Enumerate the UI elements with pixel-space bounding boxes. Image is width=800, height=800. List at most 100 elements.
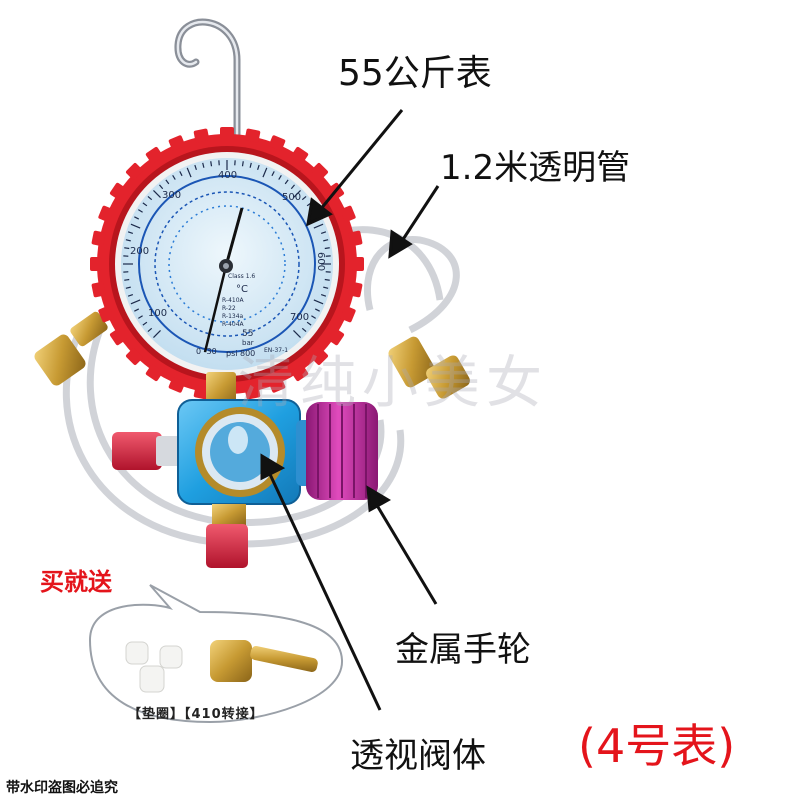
gauge-max-bar: 55 xyxy=(242,329,253,339)
gauge-tick xyxy=(127,294,134,297)
gauge-tooth xyxy=(145,364,163,382)
gauge-tooth xyxy=(126,348,143,365)
gauge-ref-2: R-22 xyxy=(222,305,236,312)
gauge-tick xyxy=(125,239,131,242)
watermark: 清纯小美女 xyxy=(238,351,548,416)
gauge-tooth xyxy=(90,257,102,271)
label-accessories: 【垫圈】【410转接】 xyxy=(128,707,264,722)
label-model: (4号表) xyxy=(578,719,736,773)
gauge-tooth xyxy=(98,205,114,223)
gauge-tick xyxy=(134,308,140,312)
gauge-tick xyxy=(241,161,244,167)
gauge-scale-700: 700 xyxy=(290,312,309,323)
gauge-tooth xyxy=(91,281,106,298)
gauge-tooth xyxy=(268,135,286,151)
gift-bubble xyxy=(88,584,344,724)
washer-icon xyxy=(125,641,183,693)
gauge-tick xyxy=(284,179,289,185)
gauge-tick xyxy=(179,171,183,177)
gauge-class: Class 1.6 xyxy=(228,273,255,280)
gauge-tooth xyxy=(244,385,261,400)
gauge-tick xyxy=(314,308,320,312)
gauge-tick xyxy=(313,299,324,305)
gauge-tooth xyxy=(291,146,309,164)
gauge-tooth xyxy=(348,230,363,247)
gauge-tick xyxy=(142,321,148,326)
gauge-tick xyxy=(301,196,307,201)
gauge-needle xyxy=(224,207,244,267)
gauge-tick xyxy=(130,299,141,305)
right-brass-coupler xyxy=(388,336,470,399)
gauge-tick xyxy=(320,231,327,234)
gauge-tick xyxy=(165,179,170,185)
gauge-tooth xyxy=(348,281,363,298)
label-valve-body: 透视阀体 xyxy=(350,736,486,776)
gauge-std: EN-37-1 xyxy=(264,347,288,354)
gauge-tooth xyxy=(268,377,286,393)
gauge-tick xyxy=(172,175,176,180)
gauge-tick xyxy=(323,239,329,242)
gauge-scale-400: 400 xyxy=(218,170,237,181)
gauge-tick xyxy=(127,231,134,234)
gauge-unit-psi: psi xyxy=(226,349,237,358)
gauge-scale-200: 200 xyxy=(130,246,149,257)
gauge-tick xyxy=(324,247,330,250)
adapter-icon xyxy=(210,640,318,682)
gauge-tick xyxy=(125,286,131,289)
gauge-tick xyxy=(159,184,164,190)
gauge-tooth xyxy=(340,205,356,223)
gauge-tooth xyxy=(109,182,127,200)
gauge-tooth xyxy=(126,163,143,180)
gauge-tooth xyxy=(220,127,234,139)
gauge-scale-500: 500 xyxy=(282,192,301,203)
gauge-scale-100: 100 xyxy=(148,308,167,319)
gauge-tick xyxy=(293,330,301,338)
annotation-arrows xyxy=(260,109,440,711)
gauge-tick xyxy=(142,202,148,207)
gauge-tooth xyxy=(193,128,210,143)
gauge-tooth xyxy=(193,385,210,400)
gauge-tick xyxy=(262,167,268,178)
gauge-tick xyxy=(313,223,324,229)
label-hose: 1.2米透明管 xyxy=(440,148,631,188)
gauge-tick xyxy=(153,190,161,198)
gauge-tick xyxy=(153,330,161,338)
gauge-ref-3: R-134a xyxy=(222,313,244,320)
label-gauge: 55公斤表 xyxy=(338,53,492,94)
gauge-tick xyxy=(202,162,205,168)
gauge-tick xyxy=(134,216,140,220)
gauge-ref-4: R-404A xyxy=(222,321,245,328)
label-bonus: 买就送 xyxy=(40,568,112,596)
gauge-tick xyxy=(257,164,260,171)
valve-body xyxy=(177,399,301,505)
gauge-tick xyxy=(293,190,301,198)
gauge-tick xyxy=(323,286,329,289)
gauge-tick xyxy=(194,164,197,171)
gauge-tick xyxy=(301,327,307,332)
hook xyxy=(174,18,241,182)
gauge-tooth xyxy=(168,377,186,393)
gauge: 100 200 300 400 500 600 700 °C Class 1.6… xyxy=(90,127,364,401)
gauge-tick xyxy=(278,175,282,180)
left-brass-coupler xyxy=(34,311,108,386)
gauge-tick xyxy=(290,184,295,190)
gauge-scale-600: 600 xyxy=(315,252,326,271)
label-handwheel: 金属手轮 xyxy=(395,630,531,670)
gauge-tooth xyxy=(91,230,106,247)
gauge-tooth xyxy=(352,257,364,271)
gauge-tick xyxy=(124,247,130,250)
gauge-tick xyxy=(306,321,312,326)
gauge-tooth xyxy=(98,305,114,323)
metal-handwheel xyxy=(296,402,378,500)
gauge-ref-1: R-410A xyxy=(222,297,245,304)
gauge-tick xyxy=(138,209,143,213)
gauge-tick xyxy=(147,327,153,332)
gauge-tooth xyxy=(291,364,309,382)
gauge-tooth xyxy=(168,135,186,151)
gauge-unit-bar: bar xyxy=(242,339,254,347)
gauge-tick xyxy=(186,167,192,178)
gauge-tooth xyxy=(327,328,345,346)
gauge-tooth xyxy=(340,305,356,323)
bottom-red-outlet xyxy=(206,504,248,568)
